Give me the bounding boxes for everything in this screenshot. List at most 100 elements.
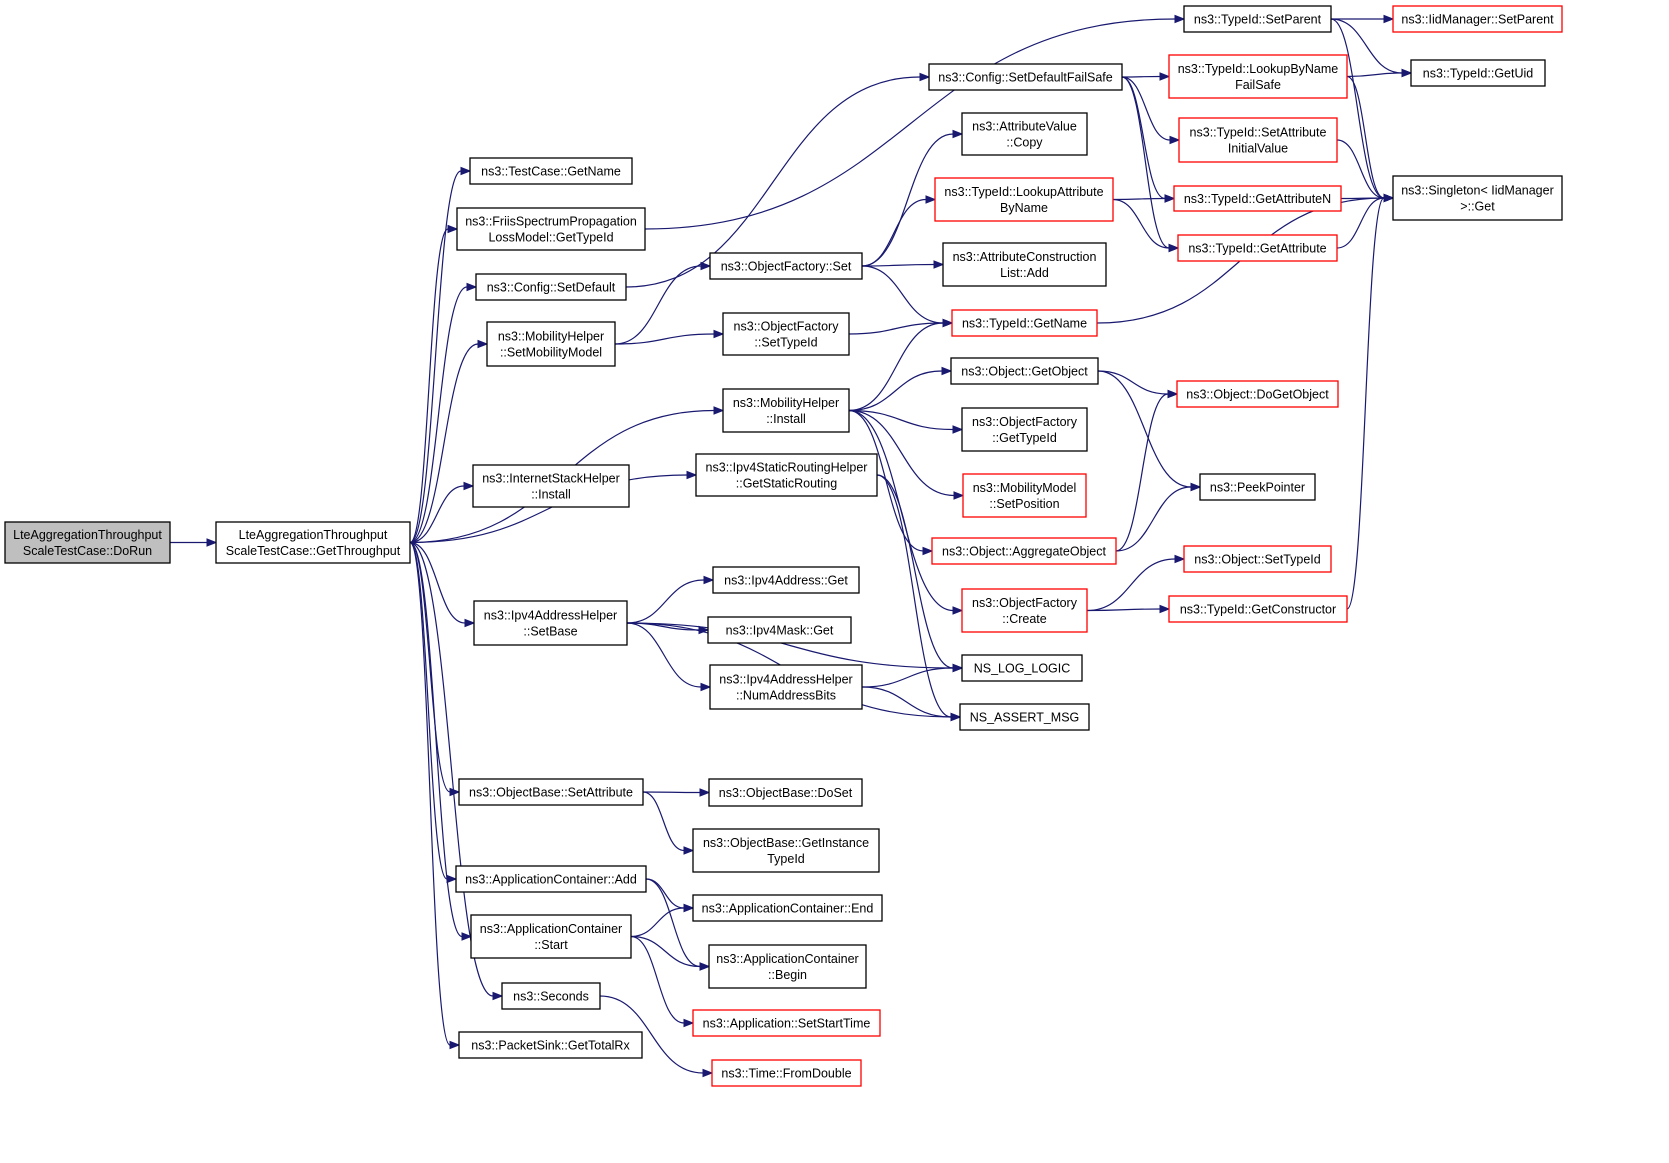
edge-arrowhead <box>942 318 954 328</box>
node-label: ::Install <box>531 488 571 502</box>
node-ns-log-logic[interactable]: NS_LOG_LOGIC <box>961 654 1083 682</box>
node-object-aggregate[interactable]: ns3::Object::AggregateObject <box>931 537 1117 565</box>
node-ipv4address-get[interactable]: ns3::Ipv4Address::Get <box>712 566 860 594</box>
node-mobmodel-setpos[interactable]: ns3::MobilityModel::SetPosition <box>962 473 1087 518</box>
node-label: ns3::TypeId::SetParent <box>1194 13 1322 27</box>
node-config-setdefaultfailsafe[interactable]: ns3::Config::SetDefaultFailSafe <box>928 63 1123 91</box>
node-typeid-getname[interactable]: ns3::TypeId::GetName <box>951 309 1098 337</box>
node-box <box>709 664 863 710</box>
node-ipv4static-get[interactable]: ns3::Ipv4StaticRoutingHelper::GetStaticR… <box>695 453 878 497</box>
edge-line <box>642 791 701 794</box>
node-label: ns3::PacketSink::GetTotalRx <box>471 1039 630 1053</box>
node-label: List::Add <box>1000 266 1049 280</box>
node-mobhelper-setmodel[interactable]: ns3::MobilityHelper::SetMobilityModel <box>486 321 616 367</box>
node-objfactory-settypeid[interactable]: ns3::ObjectFactory::SetTypeId <box>722 312 850 356</box>
edge-appcont-start-to-appcont-begin <box>630 935 711 971</box>
node-box <box>934 177 1114 222</box>
node-label: ns3::Seconds <box>513 990 589 1004</box>
node-mobhelper-install[interactable]: ns3::MobilityHelper::Install <box>722 388 850 433</box>
edge-line <box>1112 197 1166 201</box>
edge-arrowhead <box>703 575 715 585</box>
node-label: LossModel::GetTypeId <box>488 231 613 245</box>
node-objbase-setattr[interactable]: ns3::ObjectBase::SetAttribute <box>458 778 644 806</box>
node-ipv4addrhelper-setbase[interactable]: ns3::Ipv4AddressHelper::SetBase <box>473 600 628 646</box>
node-box <box>1177 234 1338 262</box>
edge-arrowhead <box>1401 68 1413 78</box>
edge-ipv4addrhelper-setbase-to-ipv4addrhelper-numbits <box>626 622 712 692</box>
node-attrvalue-copy[interactable]: ns3::AttributeValue::Copy <box>961 112 1088 156</box>
node-testcase-getname[interactable]: ns3::TestCase::GetName <box>469 157 633 185</box>
node-label: ::Copy <box>1006 136 1043 150</box>
node-label: ns3::ApplicationContainer::Add <box>465 873 637 887</box>
edge-line <box>861 265 944 324</box>
node-label: ns3::Object::AggregateObject <box>942 545 1107 559</box>
node-box <box>942 242 1107 287</box>
node-singleton-get[interactable]: ns3::Singleton< IidManager>::Get <box>1392 175 1563 221</box>
node-seconds[interactable]: ns3::Seconds <box>501 982 601 1010</box>
node-box <box>475 273 627 301</box>
edge-objfactory-create-to-typeid-getconstructor <box>1086 604 1171 614</box>
edge-arrowhead <box>933 260 945 269</box>
node-dorun[interactable]: LteAggregationThroughputScaleTestCase::D… <box>4 521 171 564</box>
node-friis[interactable]: ns3::FriisSpectrumPropagationLossModel::… <box>456 207 646 251</box>
node-box <box>931 537 1117 565</box>
node-label: >::Get <box>1460 200 1495 214</box>
node-config-setdefault[interactable]: ns3::Config::SetDefault <box>475 273 627 301</box>
edge-arrowhead <box>1168 243 1180 253</box>
node-object-dogetobject[interactable]: ns3::Object::DoGetObject <box>1176 380 1339 408</box>
node-object-getobject[interactable]: ns3::Object::GetObject <box>950 357 1099 385</box>
edge-typeid-getattribute-to-singleton-get <box>1336 193 1395 249</box>
node-appcont-begin[interactable]: ns3::ApplicationContainer::Begin <box>708 944 867 989</box>
node-label: NS_LOG_LOGIC <box>974 662 1071 676</box>
edge-getthroughput-to-testcase-getname <box>409 166 472 544</box>
node-typeid-getconstructor[interactable]: ns3::TypeId::GetConstructor <box>1168 595 1348 623</box>
edge-line <box>630 935 701 968</box>
node-app-setstarttime[interactable]: ns3::Application::SetStartTime <box>692 1009 881 1037</box>
edge-getthroughput-to-friis <box>409 224 459 544</box>
node-ipv4addrhelper-numbits[interactable]: ns3::Ipv4AddressHelper::NumAddressBits <box>709 664 863 710</box>
node-label: ns3::Object::GetObject <box>961 365 1088 379</box>
node-time-fromdouble[interactable]: ns3::Time::FromDouble <box>711 1059 862 1087</box>
edge-objfactory-set-to-attrconstr-add <box>861 260 945 269</box>
node-appcont-end[interactable]: ns3::ApplicationContainer::End <box>692 894 883 922</box>
node-label: ns3::Ipv4StaticRoutingHelper <box>706 461 868 475</box>
node-objbase-doset[interactable]: ns3::ObjectBase::DoSet <box>708 778 863 807</box>
edge-mobhelper-setmodel-to-objfactory-settypeid <box>614 329 725 345</box>
node-objfactory-create[interactable]: ns3::ObjectFactory::Create <box>961 588 1088 633</box>
node-box <box>470 914 632 959</box>
node-ipv4mask-get[interactable]: ns3::Ipv4Mask::Get <box>707 616 852 644</box>
node-objfactory-set[interactable]: ns3::ObjectFactory::Set <box>709 252 863 280</box>
edge-getthroughput-to-packetsink <box>409 541 461 1050</box>
node-objfactory-gettypeid[interactable]: ns3::ObjectFactory::GetTypeId <box>961 407 1088 452</box>
node-box <box>458 1031 643 1059</box>
node-appcont-add[interactable]: ns3::ApplicationContainer::Add <box>455 865 647 893</box>
node-inetstack-install[interactable]: ns3::InternetStackHelper::Install <box>472 464 630 508</box>
node-peekpointer[interactable]: ns3::PeekPointer <box>1199 473 1316 501</box>
node-packetsink[interactable]: ns3::PacketSink::GetTotalRx <box>458 1031 643 1059</box>
node-getthroughput[interactable]: LteAggregationThroughputScaleTestCase::G… <box>215 521 411 564</box>
node-label: ns3::ApplicationContainer <box>716 952 858 966</box>
node-typeid-getuid[interactable]: ns3::TypeId::GetUid <box>1410 59 1546 87</box>
node-box <box>709 252 863 280</box>
node-box <box>1410 59 1546 87</box>
node-typeid-getattribute[interactable]: ns3::TypeId::GetAttribute <box>1177 234 1338 262</box>
node-object-settypeid[interactable]: ns3::Object::SetTypeId <box>1183 545 1332 573</box>
node-typeid-getattributen[interactable]: ns3::TypeId::GetAttributeN <box>1173 185 1342 212</box>
edge-typeid-setparent-to-iidmanager-setparent <box>1331 14 1395 24</box>
edge-ipv4addrhelper-numbits-to-ns-log-logic <box>861 663 964 688</box>
node-appcont-start[interactable]: ns3::ApplicationContainer::Start <box>470 914 632 959</box>
edge-line <box>1115 486 1192 552</box>
node-label: ns3::FriisSpectrumPropagation <box>465 215 637 229</box>
edge-arrowhead <box>1164 194 1176 203</box>
edge-arrowhead <box>461 932 473 941</box>
node-iidmanager-setparent[interactable]: ns3::IidManager::SetParent <box>1392 5 1563 33</box>
node-typeid-setparent[interactable]: ns3::TypeId::SetParent <box>1183 5 1332 33</box>
node-ns-assert-msg[interactable]: NS_ASSERT_MSG <box>959 703 1090 731</box>
node-label: ScaleTestCase::DoRun <box>23 544 152 558</box>
